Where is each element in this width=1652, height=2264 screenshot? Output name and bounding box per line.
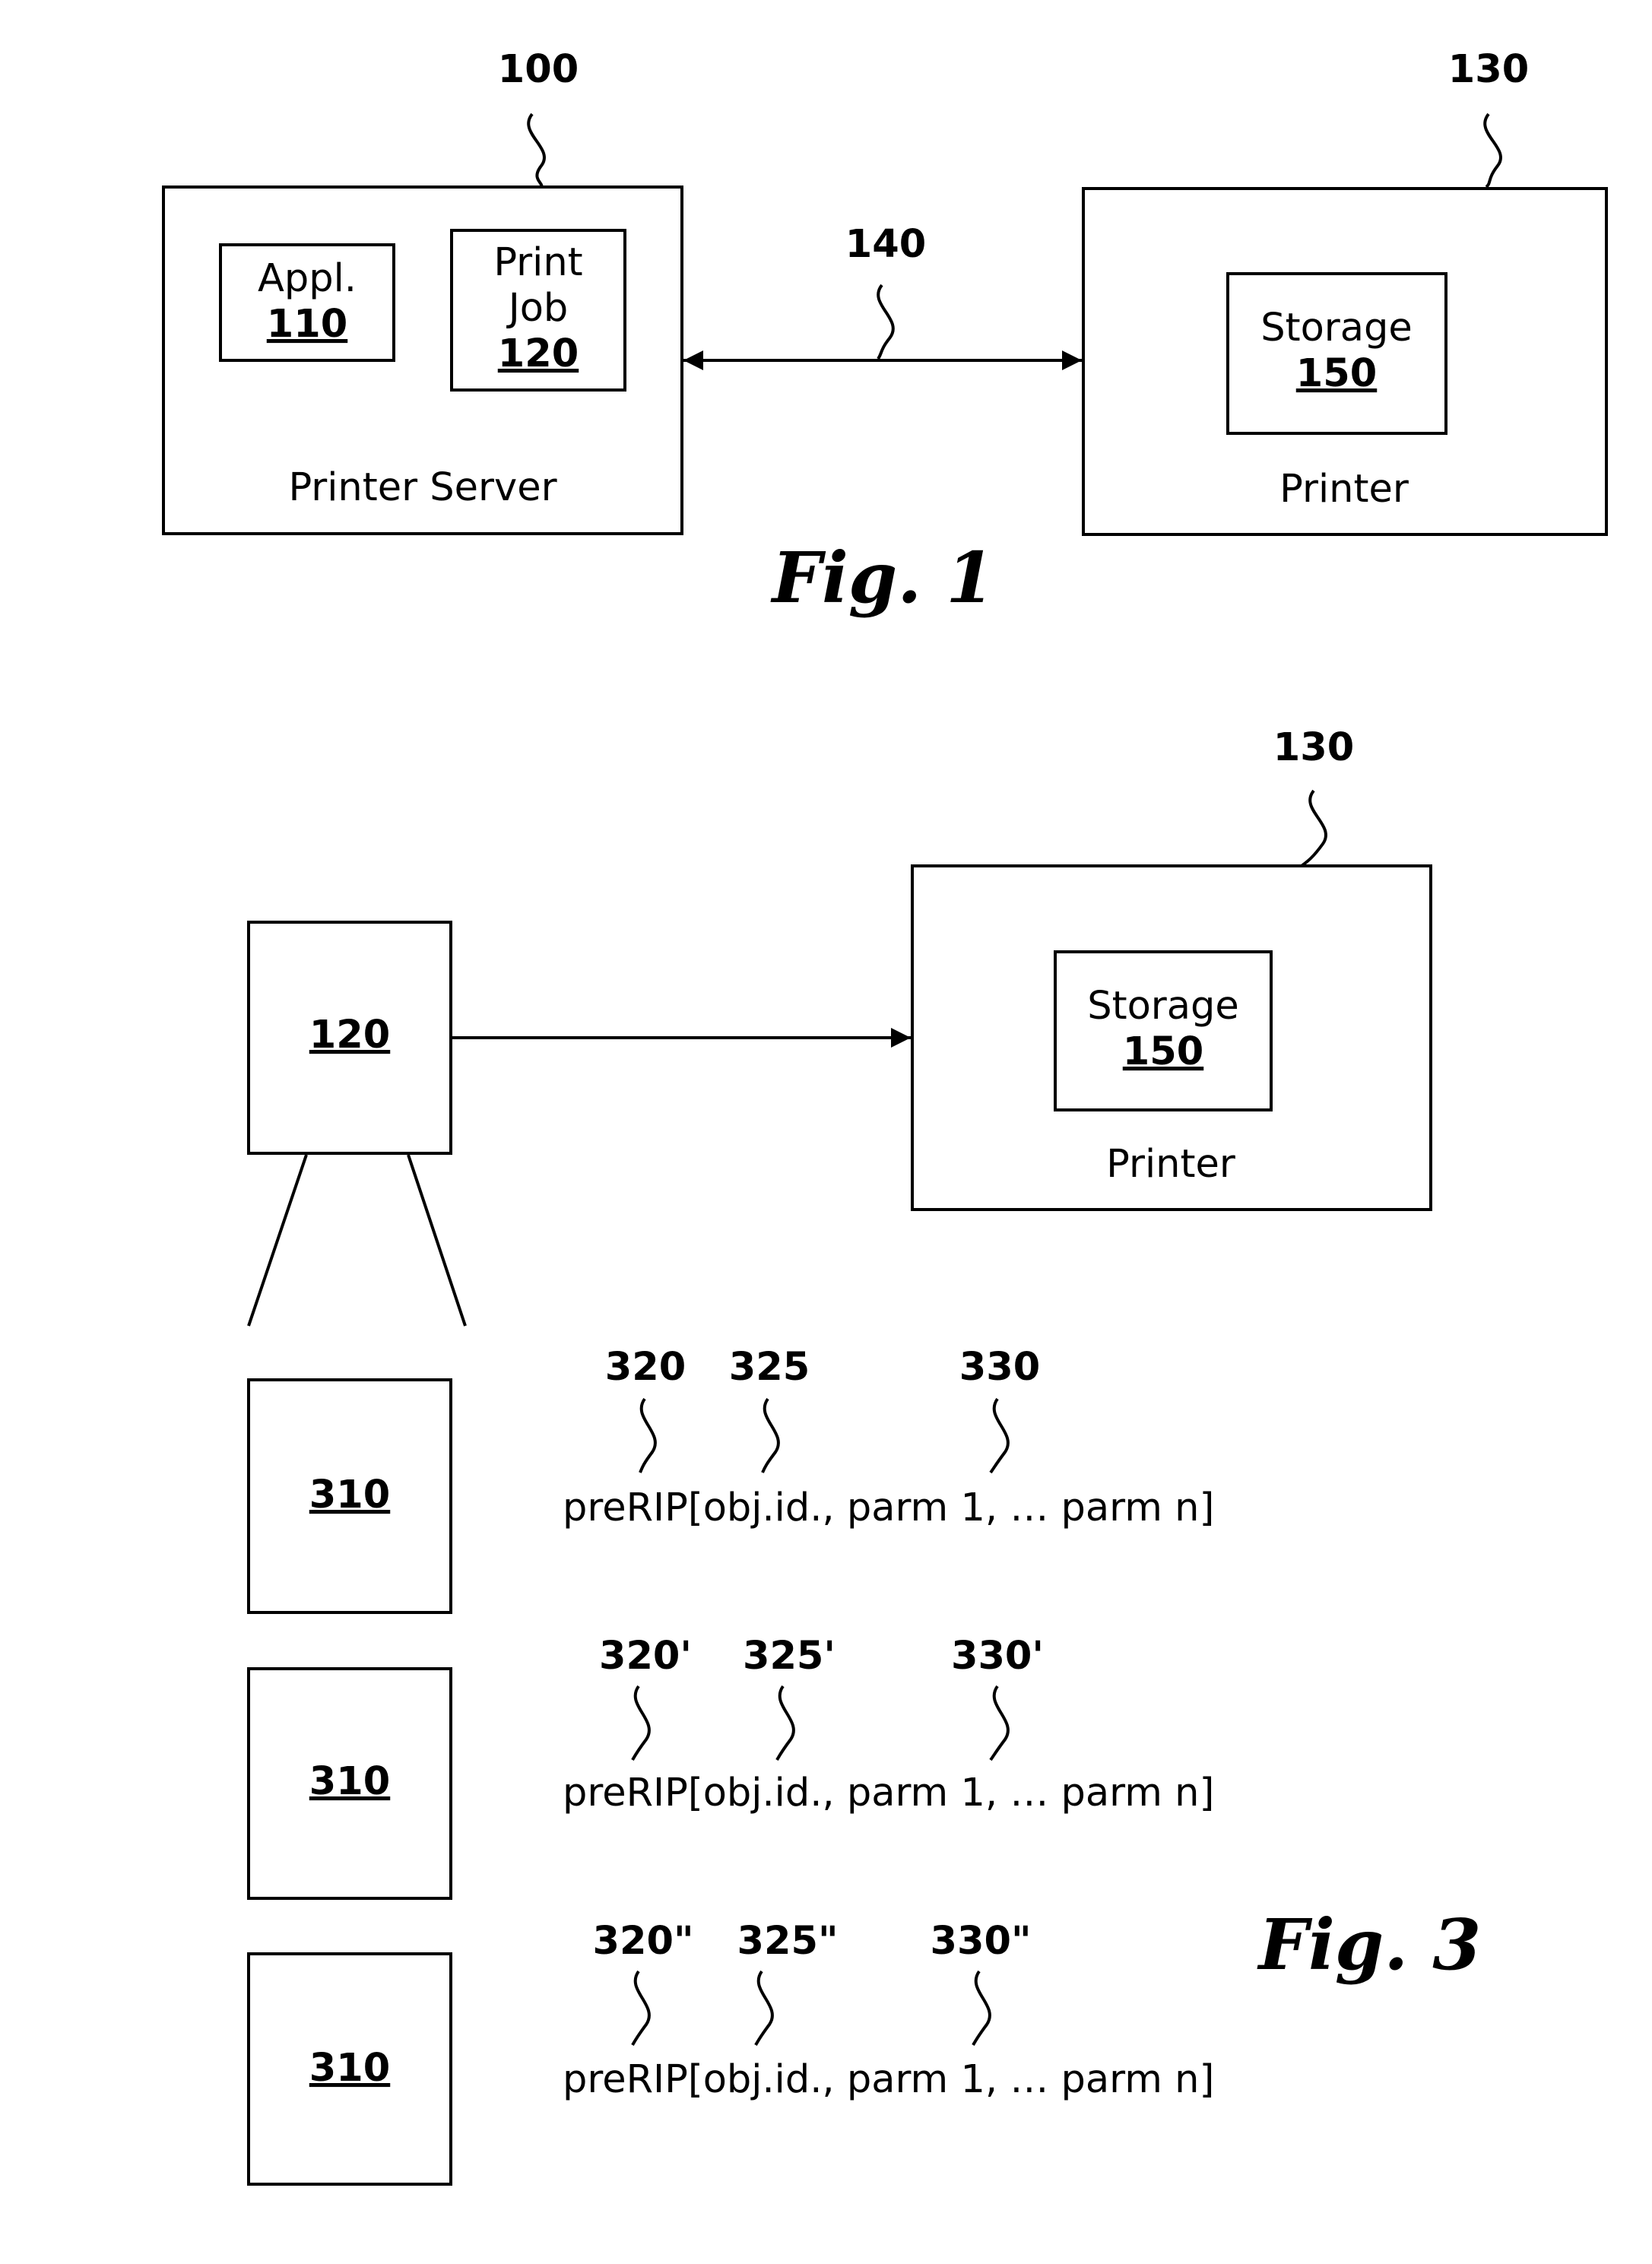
ref-printer-label-fig3: 130	[1273, 725, 1354, 770]
ref-printer-label: 130	[1448, 47, 1529, 92]
ref-330p-leader	[991, 1686, 1008, 1760]
print-job-ref: 120	[498, 331, 579, 376]
figure-3: 130 120 Storage 150 Printer 310 320 325 …	[249, 725, 1481, 2184]
ref-325pp-label: 325"	[737, 1919, 838, 1964]
storage-label-fig3: Storage	[1087, 984, 1239, 1029]
prerip-code-1: preRIP[obj.id., parm 1, … parm n]	[563, 1486, 1214, 1530]
printer-server-label: Printer Server	[288, 465, 556, 510]
ref-320pp-label: 320"	[592, 1919, 693, 1964]
ref-link-label: 140	[845, 222, 926, 267]
ref-320p-label: 320'	[599, 1634, 692, 1679]
figure-1-caption: Fig. 1	[770, 537, 995, 619]
expansion-line-left	[249, 1155, 306, 1326]
appl-label: Appl.	[258, 256, 357, 301]
print-job-line2: Job	[506, 286, 569, 331]
ref-330-label: 330	[959, 1345, 1040, 1390]
object-box-3-ref: 310	[309, 2046, 390, 2091]
ref-320pp-leader	[633, 1971, 649, 2045]
print-job-line1: Print	[493, 240, 582, 285]
ref-325pp-leader	[756, 1971, 772, 2045]
ref-325p-leader	[777, 1686, 794, 1760]
ref-320-leader	[640, 1399, 655, 1473]
ref-325-leader	[763, 1399, 778, 1473]
object-box-1-ref: 310	[309, 1473, 390, 1517]
object-box-2-ref: 310	[309, 1759, 390, 1804]
figure-1: 100 130 140 Appl. 110 Print Job 120 Prin…	[163, 47, 1606, 619]
prerip-code-2: preRIP[obj.id., parm 1, … parm n]	[563, 1771, 1214, 1815]
ref-320-label: 320	[605, 1345, 686, 1390]
prerip-code-3: preRIP[obj.id., parm 1, … parm n]	[563, 2057, 1214, 2102]
ref-325-label: 325	[729, 1345, 810, 1390]
print-job-ref-fig3: 120	[309, 1013, 390, 1057]
figure-3-caption: Fig. 3	[1257, 1904, 1482, 1986]
ref-330pp-label: 330"	[930, 1919, 1031, 1964]
ref-server-label: 100	[498, 47, 579, 92]
printer-label: Printer	[1279, 467, 1409, 512]
printer-label-fig3: Printer	[1106, 1142, 1235, 1187]
expansion-line-right	[408, 1155, 465, 1326]
ref-printer-leader-fig3	[1302, 791, 1326, 866]
storage-ref: 150	[1296, 351, 1377, 396]
ref-325p-label: 325'	[743, 1634, 836, 1679]
appl-ref: 110	[267, 302, 347, 347]
ref-330p-label: 330'	[951, 1634, 1044, 1679]
ref-link-leader	[878, 285, 893, 359]
ref-330pp-leader	[973, 1971, 990, 2045]
ref-printer-leader	[1485, 114, 1501, 187]
ref-320p-leader	[633, 1686, 649, 1760]
ref-server-leader	[528, 114, 544, 187]
ref-330-leader	[991, 1399, 1008, 1473]
storage-label: Storage	[1260, 306, 1413, 350]
storage-ref-fig3: 150	[1123, 1029, 1203, 1074]
